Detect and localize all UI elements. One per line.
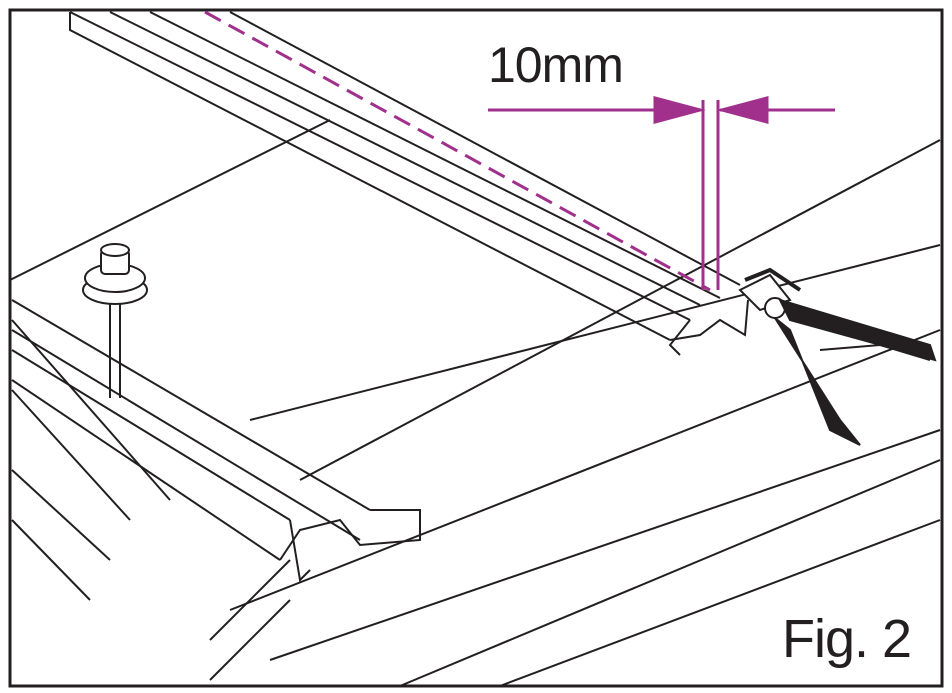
figure-border xyxy=(8,8,944,688)
ridge-flashing-strip xyxy=(69,11,749,356)
dimension-label: 10mm xyxy=(488,37,624,93)
cut-line xyxy=(204,10,711,292)
dimension-marker xyxy=(488,96,835,290)
screw-icon xyxy=(82,243,148,398)
figure-label: Fig. 2 xyxy=(782,609,912,669)
front-flashing-strip xyxy=(11,299,421,583)
snips-icon xyxy=(738,267,937,446)
roof-sheet xyxy=(9,119,941,687)
